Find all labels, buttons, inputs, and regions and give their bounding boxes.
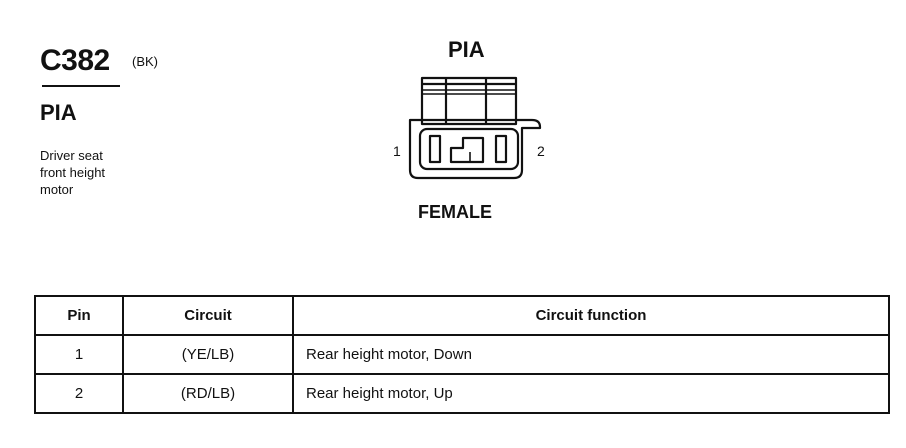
pin-2-label: 2 [537, 143, 545, 159]
polarizing-key [449, 136, 485, 164]
table-header-row: Pin Circuit Circuit function [34, 295, 890, 336]
connector-name: PIA [40, 100, 77, 125]
description-line: front height [40, 165, 106, 180]
cell-function: Rear height motor, Up [292, 373, 890, 414]
connector-face-diagram [408, 76, 542, 180]
connector-cavity [418, 127, 520, 171]
description-line: Driver seat [40, 148, 103, 163]
pin-table: Pin Circuit Circuit function 1 (YE/LB) R… [34, 295, 890, 414]
cell-circuit: (YE/LB) [122, 334, 294, 375]
cell-function: Rear height motor, Down [292, 334, 890, 375]
connector-color-code: (BK) [132, 54, 158, 69]
terminal-pin-2 [494, 134, 508, 164]
header-circuit: Circuit [122, 295, 294, 336]
connector-gender: FEMALE [418, 202, 492, 222]
connector-id: C382 [40, 44, 110, 77]
pin-1-label: 1 [393, 143, 401, 159]
title-underline [42, 85, 120, 87]
cell-circuit: (RD/LB) [122, 373, 294, 414]
diagram-title: PIA [448, 37, 485, 62]
connector-housing [408, 118, 542, 180]
terminal-pin-1 [428, 134, 442, 164]
table-row: 2 (RD/LB) Rear height motor, Up [34, 373, 890, 414]
header-circuit-function: Circuit function [292, 295, 890, 336]
cell-pin: 1 [34, 334, 124, 375]
cell-pin: 2 [34, 373, 124, 414]
description-line: motor [40, 182, 74, 197]
table-row: 1 (YE/LB) Rear height motor, Down [34, 334, 890, 375]
header-pin: Pin [34, 295, 124, 336]
connector-latch [420, 76, 518, 126]
connector-description: Driver seat front height motor [40, 147, 160, 198]
